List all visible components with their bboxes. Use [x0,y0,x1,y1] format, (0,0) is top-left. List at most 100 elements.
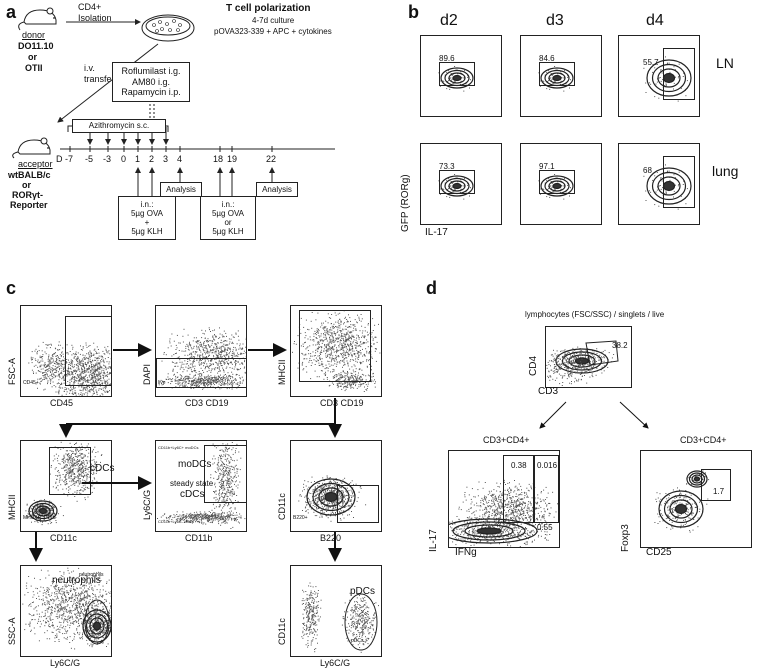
c-p5-ylabel: Ly6C/G [142,489,152,520]
day-label: -3 [103,154,112,164]
c-p4-plot: MHCII+CD11c- [20,440,112,532]
d-p3-ylabel: Foxp3 [620,524,631,552]
col-label-d4: d4 [646,12,664,29]
col-label-d2: d2 [440,12,458,29]
panel-b-letter: b [408,2,419,22]
c-p6-xlabel: B220 [320,533,342,543]
c-p6-ylabel: CD11c [277,493,287,520]
day-label: 4 [177,154,183,164]
c-p1-density [26,341,111,396]
c-p5-xlabel: CD11b [185,533,213,543]
facs-contour-plot: 97.1 [520,143,602,225]
polarization-line-1: 4-7d culture [252,16,295,25]
cd4-isolation-text: CD4+ Isolation [78,2,112,24]
acceptor-strain-2: or [22,180,31,190]
d-p2-q3: 0.55 [537,523,553,532]
isolation-line: Isolation [78,13,112,23]
facs-gate [439,170,475,194]
c-steady-state-label: steady state [170,479,214,488]
panel-d-letter: d [426,278,437,298]
c-p1-xlabel: CD45 [50,398,74,408]
c-p7-plot: neutrophils [20,565,112,657]
polarization-line-2: pOVA323-339 + APC + cytokines [214,27,332,36]
gate-percentage: 68 [643,166,652,175]
d-p3-gate [701,469,731,501]
in1-line-2: 5µg OVA [130,208,164,218]
c-p8-density [301,582,381,653]
gate-percentage: 55.7 [643,58,659,67]
c-cdcs-label: cDCs [180,489,205,500]
d-p3-xlabel: CD25 [646,547,672,558]
donor-mouse-icon [18,7,57,31]
c-p5-gate [204,445,246,503]
c-p3-gate [299,310,371,382]
d-p1-xlabel: CD3 [538,386,559,397]
in-ova-klh-box-1: i.n.: 5µg OVA + 5µg KLH [118,196,176,240]
polarization-title: T cell polarization [226,3,311,14]
c-p4-gate [49,447,91,495]
d-p1-ylabel: CD4 [528,355,539,376]
c-p1-plot: CD45+ [20,305,112,397]
in1-line-4: 5µg KLH [131,227,163,237]
acceptor-strains: wtBALB/c or RORγt- Reporter [8,170,51,210]
d-p2-gate-double [533,455,559,523]
d-p2-density [449,479,559,547]
in-ova-klh-box-2: i.n.: 5µg OVA or 5µg KLH [200,196,256,240]
azithromycin-box: Azithromycin s.c. [72,119,166,133]
day-label: -7 [65,154,74,164]
c-p6-density [298,475,367,522]
c-p1-note: CD45+ [23,380,39,386]
day-label: 22 [266,154,277,164]
d-title: lymphocytes (FSC/SSC) / singlets / live [525,310,665,319]
in2-line-3: or [224,218,232,227]
row-label-lung: lung [712,163,739,179]
d-p1-gate [585,340,619,366]
d-p2-title: CD3+CD4+ [483,435,530,445]
d-p2-q1: 0.38 [511,461,527,470]
c-p1-gate [65,316,111,386]
b-xlabel: IL-17 [425,227,448,238]
c-p2-xlabel: CD3 CD19 [185,398,229,408]
contour-density [438,174,474,200]
contour-density [643,164,692,210]
in1-line-1: i.n.: [140,199,154,209]
acceptor-strain-3: RORγt- [12,190,43,200]
c-p5-density [157,442,246,529]
col-label-d3: d3 [546,12,564,29]
c-p2-ylabel: DAPI [142,363,152,385]
d-p2-gate-il17 [503,455,535,523]
petri-dish-icon [141,14,195,42]
analysis-box-2: Analysis [256,182,298,197]
d-p1-value: 38.2 [612,341,628,350]
c-neutrophils-label: neutrophils [52,575,101,586]
pdc-gate [344,593,378,651]
c-p7-ylabel: SSC-A [7,617,17,645]
acceptor-strain-1: wtBALB/c [8,170,51,180]
gate-percentage: 97.1 [539,162,555,171]
d-p1-plot: 38.2 [545,326,632,388]
c-p5-top-note: CD11b+Ly6C+ moDCs [158,445,199,450]
d-p2-q2: 0.016 [537,461,558,470]
facs-gate [663,156,695,208]
d-p2-xlabel: IFNg [455,547,477,558]
transfer-line: transfer [84,74,115,84]
c-p5-bot-note: CD11b+Ly6C- cDCs [158,519,194,524]
c-modcs-label: moDCs [178,459,212,470]
gate-percentage: 73.3 [439,162,455,171]
c-p6-plot: B220+ [290,440,382,532]
in1-line-3: + [144,218,150,227]
panel-c-letter: c [6,278,17,298]
c-p8-plot: pDCs [290,565,382,657]
c-p8-xlabel: Ly6C/G [320,658,351,668]
acceptor-strain-4: Reporter [10,200,48,210]
c-p3-ylabel: MHCII [277,359,287,386]
d-p2-plot: 0.38 0.016 0.55 [448,450,560,548]
donor-strain-1: DO11.10 [18,41,54,51]
in2-line-4: 5µg KLH [212,227,244,237]
cd4-line: CD4+ [78,2,102,12]
donor-strain-2: or [28,52,37,62]
drug-roflumilast: Roflumilast i.g. [121,66,181,77]
c-p4-density [25,441,103,526]
iv-transfer-text: i.v. transfer [84,63,115,85]
